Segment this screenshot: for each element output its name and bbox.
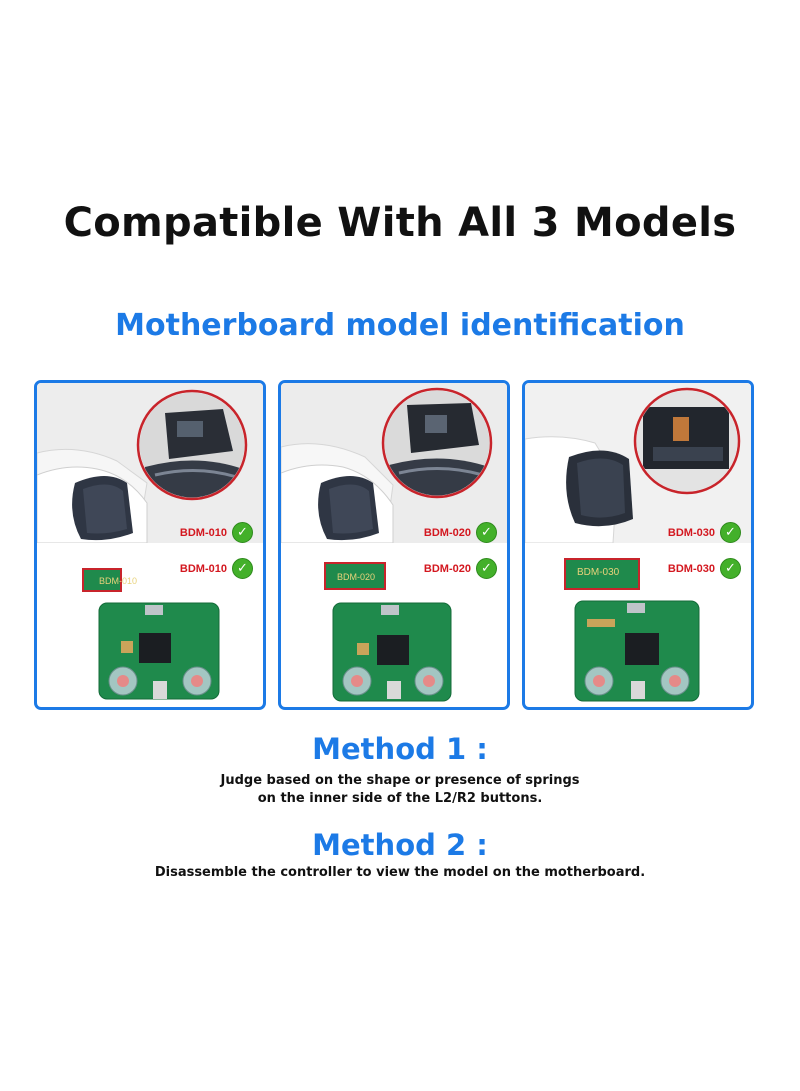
model-tag-board: BDM-010 ✓ (180, 558, 253, 579)
method-1-line-1: Judge based on the shape or presence of … (220, 773, 580, 788)
method-1-line-2: on the inner side of the L2/R2 buttons. (257, 791, 543, 806)
method-1-heading: Method 1 : (312, 732, 488, 766)
green-check-icon: ✓ (476, 558, 497, 579)
model-tag-trigger: BDM-010 ✓ (180, 522, 253, 543)
model-label: BDM-010 (179, 562, 227, 575)
model-tag-trigger: BDM-020 ✓ (424, 522, 497, 543)
model-label: BDM-020 (423, 562, 471, 575)
model-label: BDM-030 (667, 526, 715, 539)
model-label: BDM-010 (179, 526, 227, 539)
model-panel-3: BDM-030 ✓ BDM-030 ✓ BDM-030 (522, 380, 754, 710)
green-check-icon: ✓ (232, 522, 253, 543)
green-check-icon: ✓ (476, 522, 497, 543)
green-check-icon: ✓ (232, 558, 253, 579)
page-title: Compatible With All 3 Models (63, 200, 737, 246)
motherboard-photo (564, 558, 700, 702)
green-check-icon: ✓ (720, 522, 741, 543)
model-panel-2: BDM-020 ✓ BDM-020 ✓ BDM-020 (278, 380, 510, 710)
motherboard-photo (324, 562, 452, 702)
method-2-line-1: Disassemble the controller to view the m… (154, 865, 646, 880)
page-subtitle: Motherboard model identification (115, 308, 685, 343)
model-panel-1: BDM-010 ✓ BDM-010 ✓ BDM-010 (34, 380, 266, 710)
board-model-label: BDM-020 (337, 572, 376, 582)
board-model-label: BDM-030 (577, 567, 620, 578)
motherboard-photo (82, 568, 220, 700)
model-tag-board: BDM-020 ✓ (424, 558, 497, 579)
model-label: BDM-020 (423, 526, 471, 539)
controller-trigger-photo (281, 383, 507, 543)
controller-trigger-photo (525, 383, 751, 543)
model-tag-trigger: BDM-030 ✓ (668, 522, 741, 543)
controller-trigger-photo (37, 383, 263, 543)
model-tag-board: BDM-030 ✓ (668, 558, 741, 579)
board-model-label: BDM-010 (99, 576, 138, 586)
green-check-icon: ✓ (720, 558, 741, 579)
method-2-heading: Method 2 : (312, 828, 488, 862)
model-label: BDM-030 (667, 562, 715, 575)
